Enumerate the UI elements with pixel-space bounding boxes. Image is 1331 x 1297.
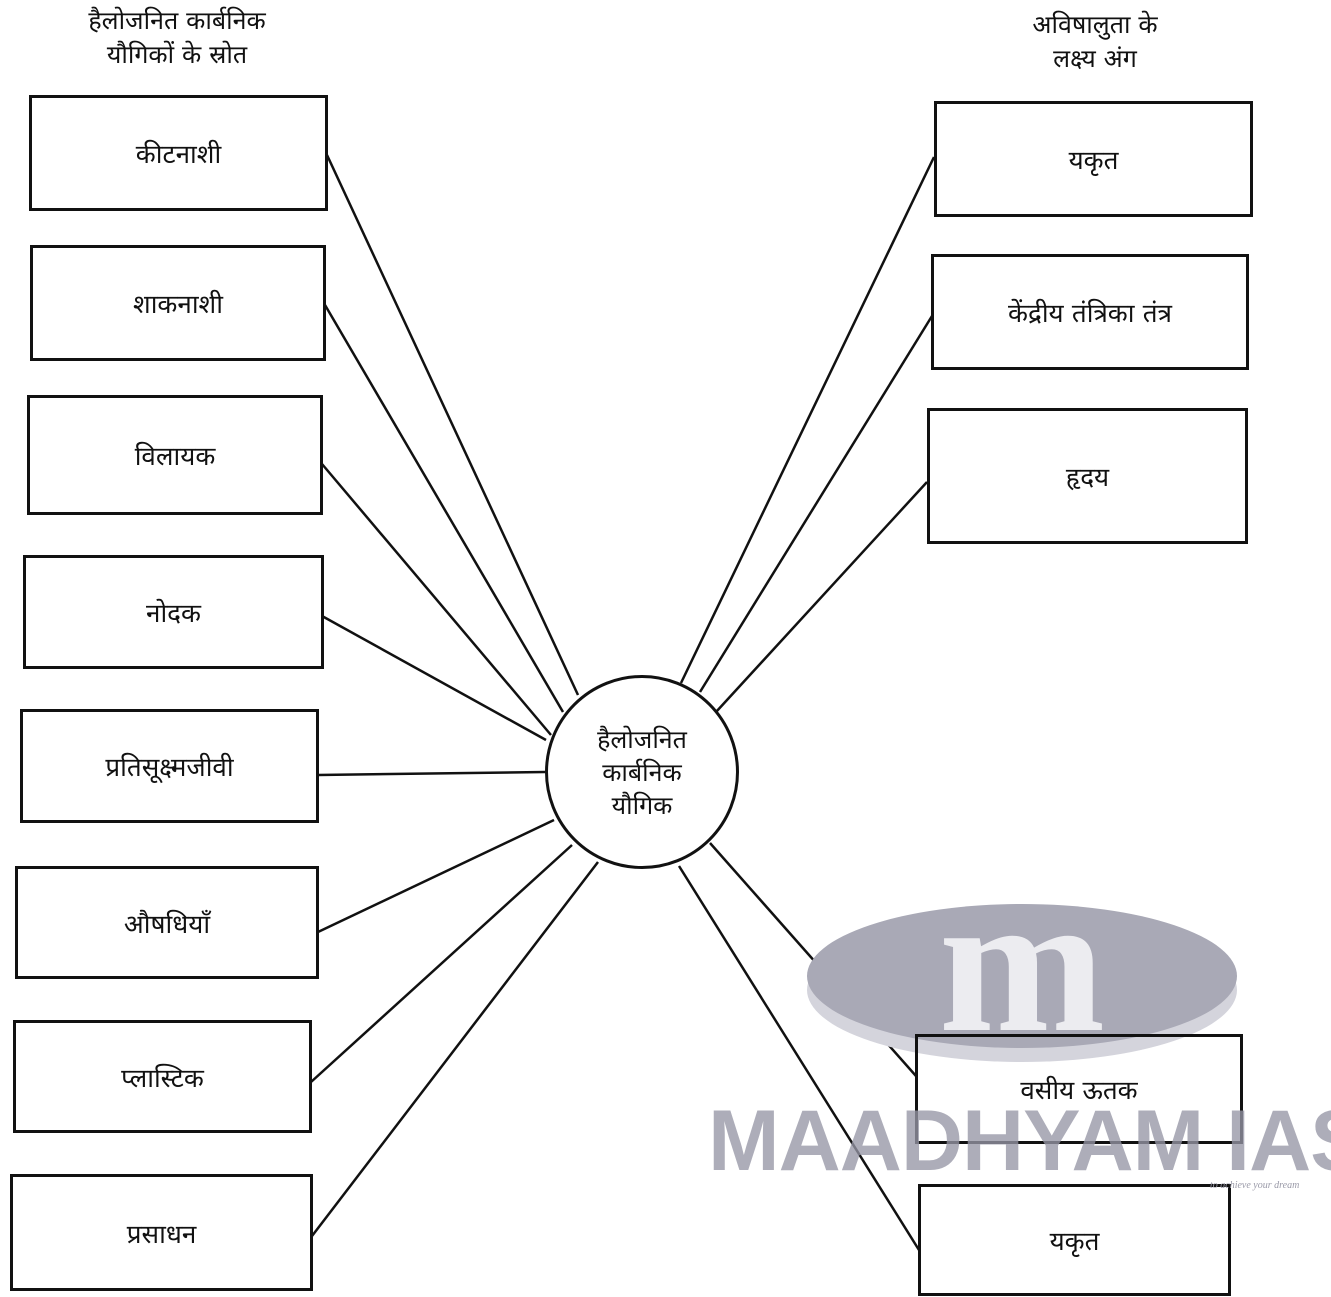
source-label: शाकनाशी [133, 290, 223, 320]
source-box-insecticides: कीटनाशी [29, 95, 328, 211]
sources-heading-line-1: हैलोजनित कार्बनिक [88, 6, 266, 35]
connector-line [321, 614, 547, 742]
connector-line [317, 818, 555, 934]
source-label: प्लास्टिक [121, 1063, 204, 1094]
target-label: यकृत [1049, 1227, 1100, 1257]
connector-line [679, 156, 936, 684]
target-label: यकृत [1068, 146, 1119, 176]
sources-heading-line-2: यौगिकों के स्रोत [106, 40, 248, 69]
source-label: प्रतिसूक्ष्मजीवी [105, 753, 234, 783]
watermark-tagline: to achieve your dream [1210, 1180, 1300, 1191]
target-label: वसीय ऊतक [1020, 1076, 1138, 1106]
source-box-cosmetics: प्रसाधन [10, 1174, 313, 1291]
connector-line [715, 481, 928, 713]
connector-line [323, 304, 565, 713]
target-box-adipose-tissue: वसीय ऊतक [915, 1034, 1243, 1144]
source-label: नोदक [146, 599, 201, 629]
targets-heading-line-2: लक्ष्य अंग [1053, 44, 1137, 73]
source-label: विलायक [134, 442, 216, 472]
source-box-medicines: औषधियाँ [15, 866, 319, 979]
targets-heading: अविषालुता के लक्ष्य अंग [995, 8, 1195, 76]
targets-heading-line-1: अविषालुता के [1032, 10, 1158, 39]
connector-line [310, 844, 573, 1083]
connector-line [698, 315, 934, 693]
target-label: केंद्रीय तंत्रिका तंत्र [1008, 299, 1172, 329]
connector-line [325, 154, 580, 696]
connector-line [709, 842, 917, 1077]
source-box-antimicrobials: प्रतिसूक्ष्मजीवी [20, 709, 319, 823]
target-box-liver-2: यकृत [918, 1184, 1231, 1296]
watermark-text: MAADHYAM IAS [708, 1093, 1331, 1189]
source-label: औषधियाँ [123, 909, 211, 940]
target-label: हृदय [1065, 463, 1110, 493]
source-box-propellants: नोदक [23, 555, 324, 669]
hub-line-3: यौगिक [611, 790, 673, 820]
connector-line [317, 770, 546, 777]
connector-line [677, 865, 921, 1251]
connector-line [311, 861, 599, 1237]
central-hub: हैलोजनित कार्बनिक यौगिक [545, 675, 739, 869]
connector-line [321, 463, 552, 736]
hub-line-1: हैलोजनित [597, 724, 687, 754]
target-box-liver: यकृत [934, 101, 1253, 217]
sources-heading: हैलोजनित कार्बनिक यौगिकों के स्रोत [62, 4, 292, 72]
source-box-herbicides: शाकनाशी [30, 245, 326, 361]
hub-line-2: कार्बनिक [602, 757, 682, 787]
target-box-cns: केंद्रीय तंत्रिका तंत्र [931, 254, 1249, 370]
source-label: प्रसाधन [126, 1219, 197, 1250]
source-box-solvents: विलायक [27, 395, 323, 515]
source-label: कीटनाशी [135, 140, 222, 170]
target-box-heart: हृदय [927, 408, 1248, 544]
source-box-plastics: प्लास्टिक [13, 1020, 312, 1133]
